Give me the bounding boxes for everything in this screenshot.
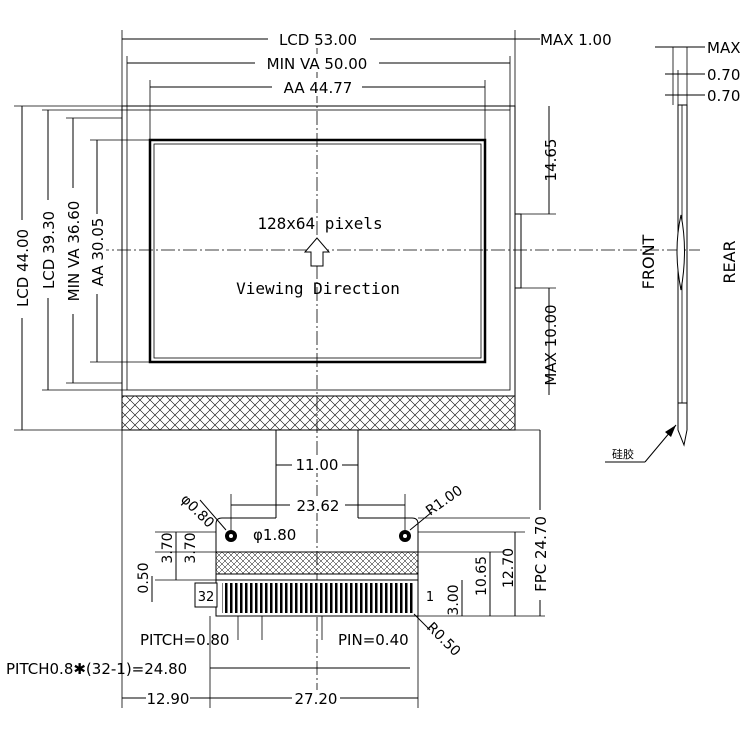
hole-dia-label: φ0.80 [177, 492, 217, 532]
label-bg [146, 690, 190, 707]
pitch-label: PITCH=0.80 [140, 631, 229, 649]
radius-1-label: R1.00 [423, 483, 466, 520]
label-bg [292, 690, 340, 707]
side-070-b: 0.70 [707, 87, 740, 105]
fpc-length-label: FPC 24.70 [532, 516, 550, 592]
pin-width-label: PIN=0.40 [338, 631, 409, 649]
side-070-a: 0.70 [707, 66, 740, 84]
label-bg [39, 200, 57, 298]
stiffener-hatch [215, 551, 419, 575]
label-bg [290, 496, 345, 513]
hole-center [229, 534, 233, 538]
dim-14-65-label: 14.65 [542, 139, 560, 182]
side-tab [514, 213, 522, 289]
leader [413, 613, 431, 631]
label-bg [88, 214, 106, 294]
dim-12-70: 12.70 [501, 548, 517, 588]
dim-3-00: 3.00 [446, 584, 462, 615]
label-bg [64, 188, 82, 314]
lcd-width-label: LCD 53.00 [279, 31, 357, 49]
front-view: 128x64 pixels Viewing Direction LCD 53.0… [13, 30, 700, 705]
max-10-label: MAX 10.00 [542, 304, 560, 385]
hole-center [403, 534, 407, 538]
active-area-inner [153, 143, 482, 359]
side-tail [677, 403, 688, 447]
pitch-total-label: PITCH0.8✱(32-1)=24.80 [6, 660, 187, 678]
dim-0-50: 0.50 [136, 562, 152, 593]
dim-12-90: 12.90 [147, 690, 190, 708]
min-va-height-label: MIN VA 36.60 [65, 201, 83, 302]
label-bg [255, 54, 379, 72]
label-bg [13, 220, 31, 318]
dim-11-label: 11.00 [296, 456, 339, 474]
first-pin-label: 32 [198, 590, 215, 605]
bottom-seal-hatch [121, 395, 516, 431]
dim-27-20: 27.20 [295, 690, 338, 708]
leader [199, 499, 227, 531]
active-area [148, 138, 487, 364]
lcd-39-label: LCD 39.30 [40, 211, 58, 289]
last-pin-label: 1 [426, 590, 434, 605]
lcd-height-label: LCD 44.00 [14, 229, 32, 307]
leader-arrow [665, 425, 676, 437]
side-bulge [676, 214, 685, 291]
pad-dia-label: φ1.80 [253, 526, 296, 544]
min-va-width-label: MIN VA 50.00 [267, 55, 368, 73]
max-top-label: MAX 1.00 [540, 31, 612, 49]
leader [409, 511, 433, 531]
pin-box [194, 582, 218, 608]
radius-05-label: R0.50 [423, 620, 463, 660]
side-view: MAX 0.70 0.70 FRONT REAR 硅胶 [605, 39, 740, 463]
rear-label: REAR [720, 240, 739, 283]
front-label: FRONT [639, 234, 658, 289]
dim-3-70-b: 3.70 [183, 532, 199, 563]
silicone-label: 硅胶 [612, 447, 634, 461]
label-bg [292, 456, 342, 473]
resolution-label: 128x64 pixels [257, 214, 382, 233]
label-bg [530, 510, 548, 600]
lcd-outline [121, 105, 516, 431]
dim-3-70-a: 3.70 [160, 532, 176, 563]
label-bg [272, 78, 362, 96]
dim-23-62-label: 23.62 [297, 497, 340, 515]
aa-width-label: AA 44.77 [284, 79, 353, 97]
label-bg [268, 30, 370, 48]
side-max-label: MAX [707, 39, 740, 57]
viewing-direction-label: Viewing Direction [236, 279, 400, 298]
contact-pins [222, 583, 413, 613]
fpc-view: 11.00 23.62 φ0.80 φ1.80 R1.00 32 1 3.70 … [6, 429, 550, 708]
aa-height-label: AA 30.05 [89, 218, 107, 287]
viewing-direction-arrow-icon [303, 237, 331, 267]
dim-10-65: 10.65 [474, 556, 490, 596]
